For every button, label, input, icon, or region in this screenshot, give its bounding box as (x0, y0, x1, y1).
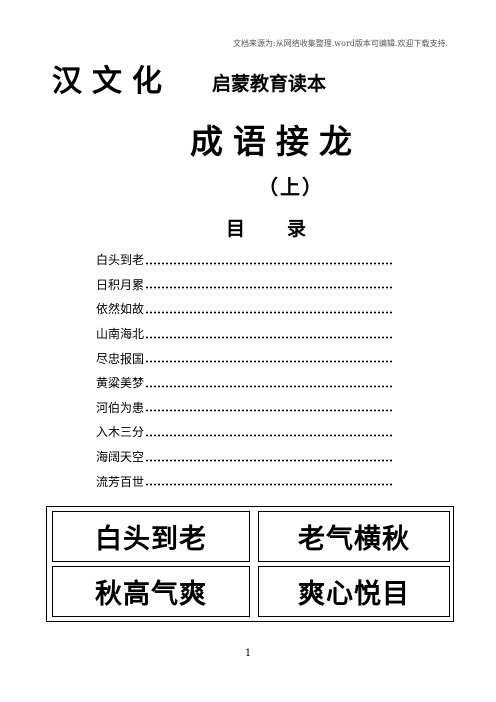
series-title: 汉文化 (52, 64, 172, 99)
toc-item[interactable]: 流芳百世 (96, 469, 392, 494)
toc-item[interactable]: 河伯为患 (96, 396, 392, 421)
idiom-card: 秋高气爽 (52, 566, 250, 617)
toc-item-label: 河伯为患 (96, 400, 145, 415)
toc-dot-leader (145, 360, 392, 364)
toc-item[interactable]: 尽忠报国 (96, 346, 392, 371)
toc-item[interactable]: 黄粱美梦 (96, 371, 392, 396)
toc-dot-leader (145, 483, 392, 487)
idiom-chain-grid: 白头到老 老气横秋 秋高气爽 爽心悦目 (46, 506, 454, 622)
toc-item[interactable]: 白头到老 (96, 248, 392, 273)
toc-item-label: 黄粱美梦 (96, 376, 145, 391)
idiom-card: 爽心悦目 (258, 566, 450, 617)
watermark-text: 文档来源为:从网络收集整理.word版本可编辑.欢迎下载支持. (233, 39, 448, 48)
idiom-card: 老气横秋 (258, 511, 450, 562)
toc-item[interactable]: 依然如故 (96, 297, 392, 322)
toc-item-label: 流芳百世 (96, 474, 145, 489)
toc-dot-leader (145, 335, 392, 339)
main-title: 成语接龙 (190, 122, 362, 161)
toc-item-label: 尽忠报国 (96, 351, 145, 366)
toc-item[interactable]: 海阔天空 (96, 445, 392, 470)
toc-item[interactable]: 入木三分 (96, 420, 392, 445)
volume-label: （上） (258, 175, 324, 199)
table-of-contents: 白头到老 日积月累 依然如故 山南海北 尽忠报国 黄粱美梦 河伯为患 入木三分 … (96, 248, 392, 494)
toc-dot-leader (145, 310, 392, 314)
toc-item-label: 依然如故 (96, 302, 145, 317)
idiom-card: 白头到老 (52, 511, 250, 562)
toc-item[interactable]: 日积月累 (96, 273, 392, 298)
toc-dot-leader (145, 384, 392, 388)
toc-item[interactable]: 山南海北 (96, 322, 392, 347)
toc-item-label: 入木三分 (96, 425, 145, 440)
toc-item-label: 日积月累 (96, 277, 145, 292)
toc-dot-leader (145, 409, 392, 413)
toc-item-label: 白头到老 (96, 253, 145, 268)
toc-heading: 目录 (226, 218, 349, 240)
toc-dot-leader (145, 286, 392, 290)
page-number: 1 (244, 648, 252, 659)
series-subtitle: 启蒙教育读本 (212, 73, 327, 95)
toc-dot-leader (145, 433, 392, 437)
toc-item-label: 山南海北 (96, 327, 145, 342)
toc-dot-leader (145, 261, 392, 265)
toc-item-label: 海阔天空 (96, 450, 145, 465)
toc-dot-leader (145, 458, 392, 462)
